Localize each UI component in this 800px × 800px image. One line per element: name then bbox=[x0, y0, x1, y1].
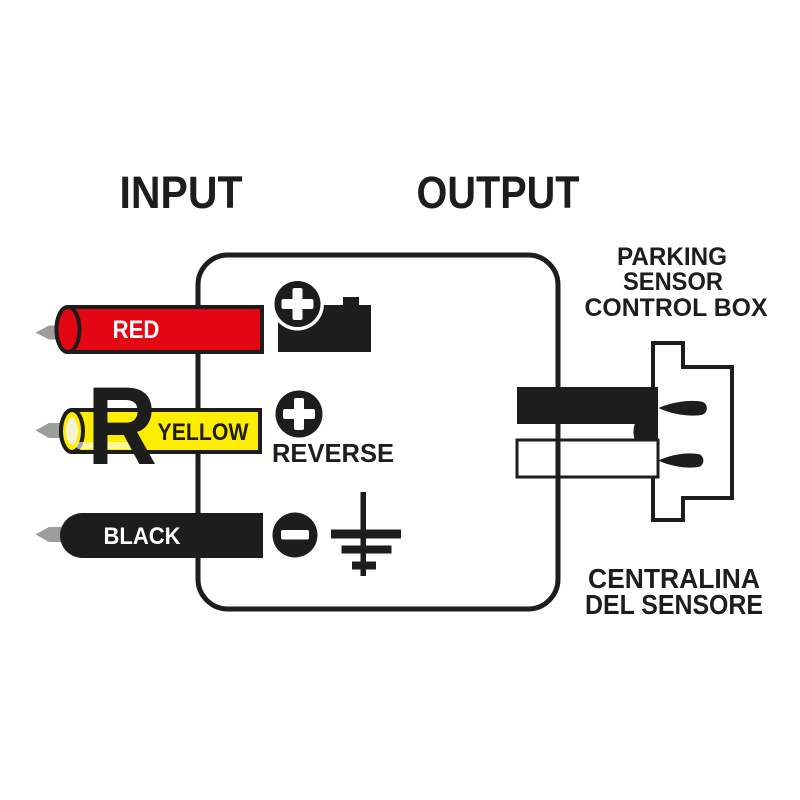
connector-pin-bottom-icon bbox=[658, 453, 704, 468]
ground-bar-2 bbox=[341, 545, 392, 554]
caption-it-line-2: DEL SENSORE bbox=[585, 589, 763, 620]
control-box-caption-en: PARKING SENSOR CONTROL BOX bbox=[585, 243, 768, 322]
box-border-crossing bbox=[555, 438, 561, 479]
battery-positive-terminal bbox=[271, 277, 371, 352]
yellow-wire-highlight bbox=[76, 442, 136, 449]
minus-bar bbox=[281, 530, 309, 540]
yellow-wire: YELLOW R bbox=[35, 365, 262, 488]
reverse-positive-terminal: REVERSE bbox=[272, 390, 394, 468]
caption-it-line-1: CENTRALINA bbox=[588, 563, 760, 594]
caption-en-line-3: CONTROL BOX bbox=[585, 294, 768, 322]
connector-pin-top-icon bbox=[658, 400, 707, 416]
ground-bar-1 bbox=[331, 529, 401, 539]
plus-v-bar bbox=[292, 288, 303, 320]
red-wire-label: RED bbox=[113, 316, 160, 344]
caption-en-line-1: PARKING bbox=[617, 243, 727, 271]
black-wire-label: BLACK bbox=[104, 523, 182, 550]
output-title: OUTPUT bbox=[417, 167, 580, 218]
ground-negative-terminal bbox=[272, 492, 401, 576]
battery-terminal-bump bbox=[343, 297, 359, 307]
caption-en-line-2: SENSOR bbox=[623, 268, 723, 296]
output-white-wire bbox=[515, 438, 660, 479]
ground-bar-3 bbox=[352, 561, 376, 570]
black-wire: BLACK bbox=[35, 513, 263, 558]
reverse-marker-r: R bbox=[87, 365, 157, 488]
plus-v-bar bbox=[294, 398, 304, 430]
output-connector bbox=[515, 341, 734, 522]
output-black-wire bbox=[517, 387, 658, 424]
input-title: INPUT bbox=[120, 167, 243, 218]
ground-icon bbox=[331, 492, 401, 576]
connector-plug-icon bbox=[651, 341, 734, 522]
black-wire-body bbox=[60, 513, 263, 558]
red-wire-end-cap bbox=[54, 305, 82, 354]
yellow-wire-core bbox=[66, 417, 78, 445]
red-wire: RED bbox=[35, 305, 264, 354]
reverse-label: REVERSE bbox=[272, 438, 394, 468]
control-box-caption-it: CENTRALINA DEL SENSORE bbox=[585, 563, 763, 620]
yellow-wire-label: YELLOW bbox=[158, 419, 249, 446]
